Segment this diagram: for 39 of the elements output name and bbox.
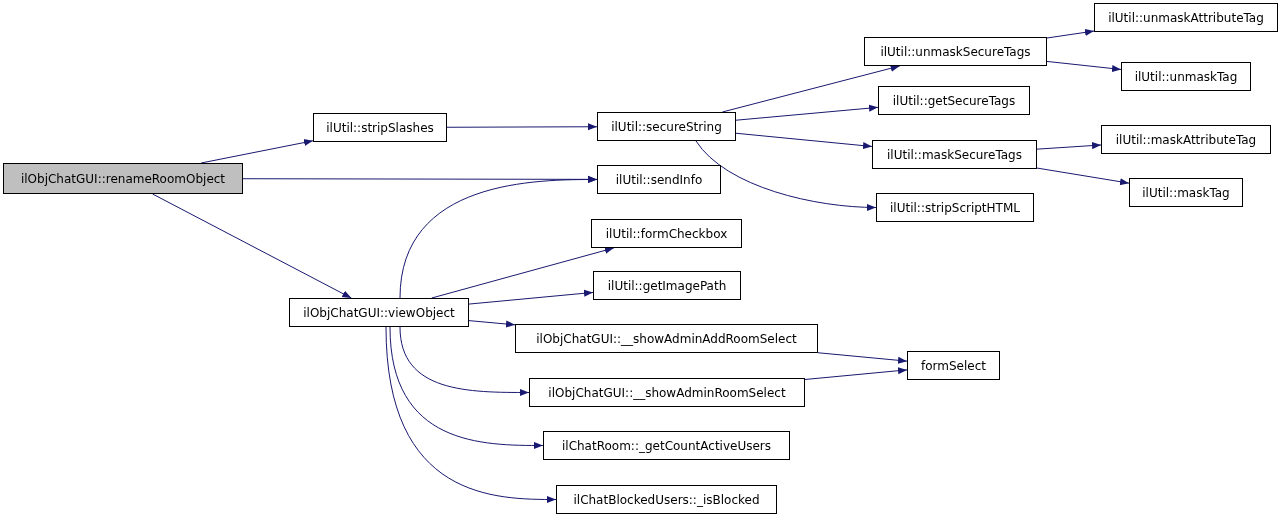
function-box: ilUtil::getImagePath (593, 271, 741, 300)
arrow (1036, 142, 1102, 150)
function-box: ilUtil::stripSlashes (313, 113, 447, 142)
function-box: ilUtil::unmaskAttributeTag (1094, 3, 1278, 32)
function-box: ilChatRoom::_getCountActiveUsers (543, 431, 790, 460)
arrow (1036, 167, 1130, 186)
arrow (1046, 28, 1095, 39)
arrow (804, 367, 908, 380)
function-box: ilObjChatGUI::__showAdminRoomSelect (529, 378, 805, 407)
function-box: ilUtil::maskTag (1129, 178, 1243, 207)
arrow (385, 326, 557, 504)
arrow (399, 175, 598, 299)
arrow (695, 140, 877, 211)
arrow (446, 123, 598, 131)
arrow (389, 326, 544, 450)
arrow (721, 64, 901, 113)
function-box: ilUtil::secureString (597, 112, 736, 141)
function-box: ilUtil::sendInfo (597, 165, 721, 194)
function-box: ilUtil::maskAttributeTag (1101, 125, 1271, 154)
arrow (399, 326, 530, 397)
arrow (817, 352, 908, 364)
function-box: ilUtil::stripScriptHTML (876, 193, 1034, 222)
arrow (468, 289, 594, 305)
function-box: ilUtil::formCheckbox (591, 219, 742, 248)
function-box: ilChatBlockedUsers::_isBlocked (556, 485, 777, 514)
function-box: ilObjChatGUI::__showAdminAddRoomSelect (515, 324, 818, 353)
arrow (735, 132, 873, 150)
arrow (735, 104, 879, 121)
function-box: ilUtil::getSecureTags (878, 86, 1030, 115)
function-box: ilObjChatGUI::viewObject (289, 298, 469, 327)
arrow (1046, 60, 1122, 73)
function-box: ilUtil::unmaskSecureTags (864, 37, 1047, 66)
function-box: formSelect (907, 351, 1000, 380)
arrow (152, 193, 352, 299)
arrow (431, 246, 615, 299)
arrow (468, 320, 516, 328)
function-box: ilUtil::unmaskTag (1121, 62, 1251, 91)
function-box: ilUtil::maskSecureTags (872, 140, 1037, 169)
function-box: ilObjChatGUI::renameRoomObject (3, 163, 243, 194)
